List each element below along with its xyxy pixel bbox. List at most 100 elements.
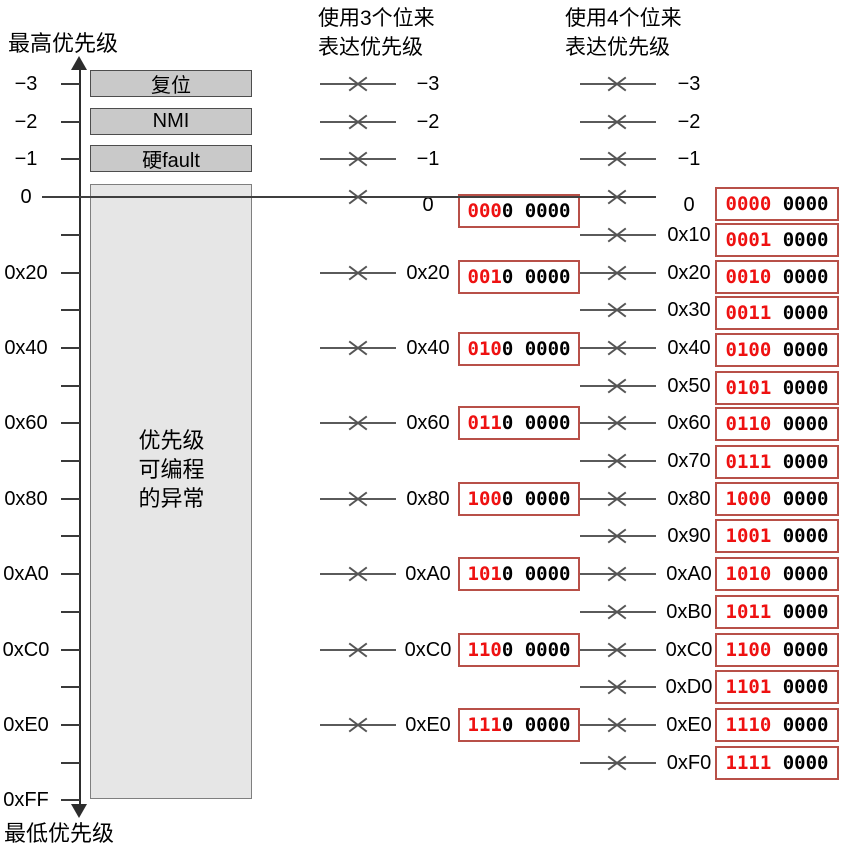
axis-tick: [61, 384, 80, 387]
binary-bits-used: 000: [467, 200, 502, 223]
binary-bits-unused: 0000: [771, 638, 829, 661]
binary-bits-used: 1000: [725, 487, 772, 510]
priority-level-label: 0xC0: [665, 638, 713, 661]
binary-bits-used: 1001: [725, 525, 772, 548]
x-mark-icon: [608, 490, 626, 508]
binary-bits-used: 010: [467, 337, 502, 360]
axis-tick: [61, 271, 80, 274]
priority-level-label: 0x50: [667, 374, 711, 397]
axis-tick: [61, 158, 80, 161]
binary-bits-used: 111: [467, 713, 502, 736]
priority-level-label: 0xE0: [405, 713, 451, 736]
col4-header: 使用4个位来 表达优先级: [565, 4, 682, 62]
axis-tick: [61, 120, 80, 123]
col3-header: 使用3个位来 表达优先级: [318, 4, 435, 62]
priority-level-label: 0: [422, 194, 434, 217]
binary-bits-used: 0111: [725, 451, 772, 473]
priority-level-label: 0: [683, 194, 695, 217]
programmable-exceptions-line2: 可编程: [138, 457, 205, 482]
binary-bits-unused: 0000: [771, 338, 829, 361]
x-mark-icon: [608, 150, 626, 168]
priority-level-label: 0x90: [667, 525, 711, 548]
x-mark-icon: [349, 113, 367, 131]
axis-tick: [61, 535, 80, 538]
x-mark-icon: [608, 75, 626, 93]
programmable-exceptions-line3: 的异常: [138, 486, 205, 511]
axis-priority-label: 0xA0: [3, 563, 49, 586]
binary-bits-used: 0001: [725, 228, 772, 251]
axis-tick: [61, 83, 80, 85]
x-mark-icon: [608, 339, 626, 357]
priority-level-label: 0x60: [667, 412, 711, 435]
priority-level-label: −3: [416, 73, 440, 95]
priority-level-label: 0x60: [406, 412, 450, 435]
x-mark-icon: [349, 75, 367, 93]
binary-priority-box: 1001 0000: [715, 519, 839, 554]
exception-box: NMI: [90, 107, 252, 135]
binary-bits-used: 110: [467, 638, 502, 661]
x-mark-icon: [349, 414, 367, 432]
x-mark-icon: [608, 527, 626, 545]
priority-level-label: 0xE0: [666, 713, 712, 736]
binary-bits-unused: 0 0000: [501, 713, 571, 736]
binary-bits-unused: 0 0000: [501, 638, 571, 661]
binary-bits-used: 0100: [725, 338, 772, 361]
x-mark-icon: [349, 188, 367, 206]
col4-header-line1: 使用4个位来: [565, 7, 682, 30]
priority-level-label: 0x70: [667, 450, 711, 472]
programmable-exceptions-label: 优先级 可编程 的异常: [90, 426, 253, 513]
axis-tick: [61, 723, 80, 726]
priority-level-label: 0x80: [667, 487, 711, 510]
priority-level-label: 0x20: [406, 261, 450, 284]
x-mark-icon: [608, 565, 626, 583]
binary-bits-used: 1100: [725, 638, 772, 661]
binary-priority-box: 0111 0000: [715, 445, 839, 479]
binary-bits-unused: 0 0000: [501, 412, 571, 435]
axis-tick: [61, 309, 80, 312]
binary-bits-unused: 0000: [771, 413, 829, 436]
axis-priority-label: 0x20: [4, 261, 48, 284]
binary-bits-unused: 0 0000: [501, 487, 571, 510]
programmable-exceptions-line1: 优先级: [138, 428, 205, 453]
axis-tick: [61, 799, 80, 802]
binary-bits-unused: 0000: [771, 451, 829, 473]
axis-priority-label: 0x80: [4, 487, 48, 510]
x-mark-icon: [608, 264, 626, 282]
x-mark-icon: [349, 490, 367, 508]
binary-bits-used: 1111: [725, 751, 772, 774]
priority-level-label: 0x40: [667, 336, 711, 359]
binary-bits-unused: 0000: [771, 676, 829, 699]
binary-bits-unused: 0000: [771, 600, 829, 623]
x-mark-icon: [349, 339, 367, 357]
binary-priority-box: 0010 0000: [715, 259, 839, 294]
col3-header-line2: 表达优先级: [318, 36, 423, 59]
binary-bits-used: 011: [467, 412, 502, 435]
axis-priority-label: −3: [14, 73, 38, 95]
binary-bits-used: 1010: [725, 563, 772, 586]
priority-level-label: 0xB0: [666, 600, 712, 623]
binary-priority-box: 0110 0000: [715, 407, 839, 442]
binary-priority-box: 0100 0000: [715, 332, 839, 367]
binary-priority-box: 0101 0000: [715, 370, 839, 405]
priority-level-label: 0x80: [406, 487, 450, 510]
priority-level-label: −2: [677, 110, 701, 133]
axis-priority-label: −2: [14, 110, 38, 133]
x-mark-icon: [608, 226, 626, 244]
col3-header-line1: 使用3个位来: [318, 7, 435, 30]
binary-bits-used: 100: [467, 487, 502, 510]
binary-bits-used: 0011: [725, 302, 772, 325]
axis-tick: [61, 686, 80, 689]
exception-box: 硬fault: [90, 145, 252, 173]
binary-bits-used: 001: [467, 265, 502, 288]
x-mark-icon: [349, 716, 367, 734]
binary-bits-unused: 0000: [771, 525, 829, 548]
x-mark-icon: [608, 113, 626, 131]
binary-priority-box: 0000 0000: [715, 187, 839, 222]
